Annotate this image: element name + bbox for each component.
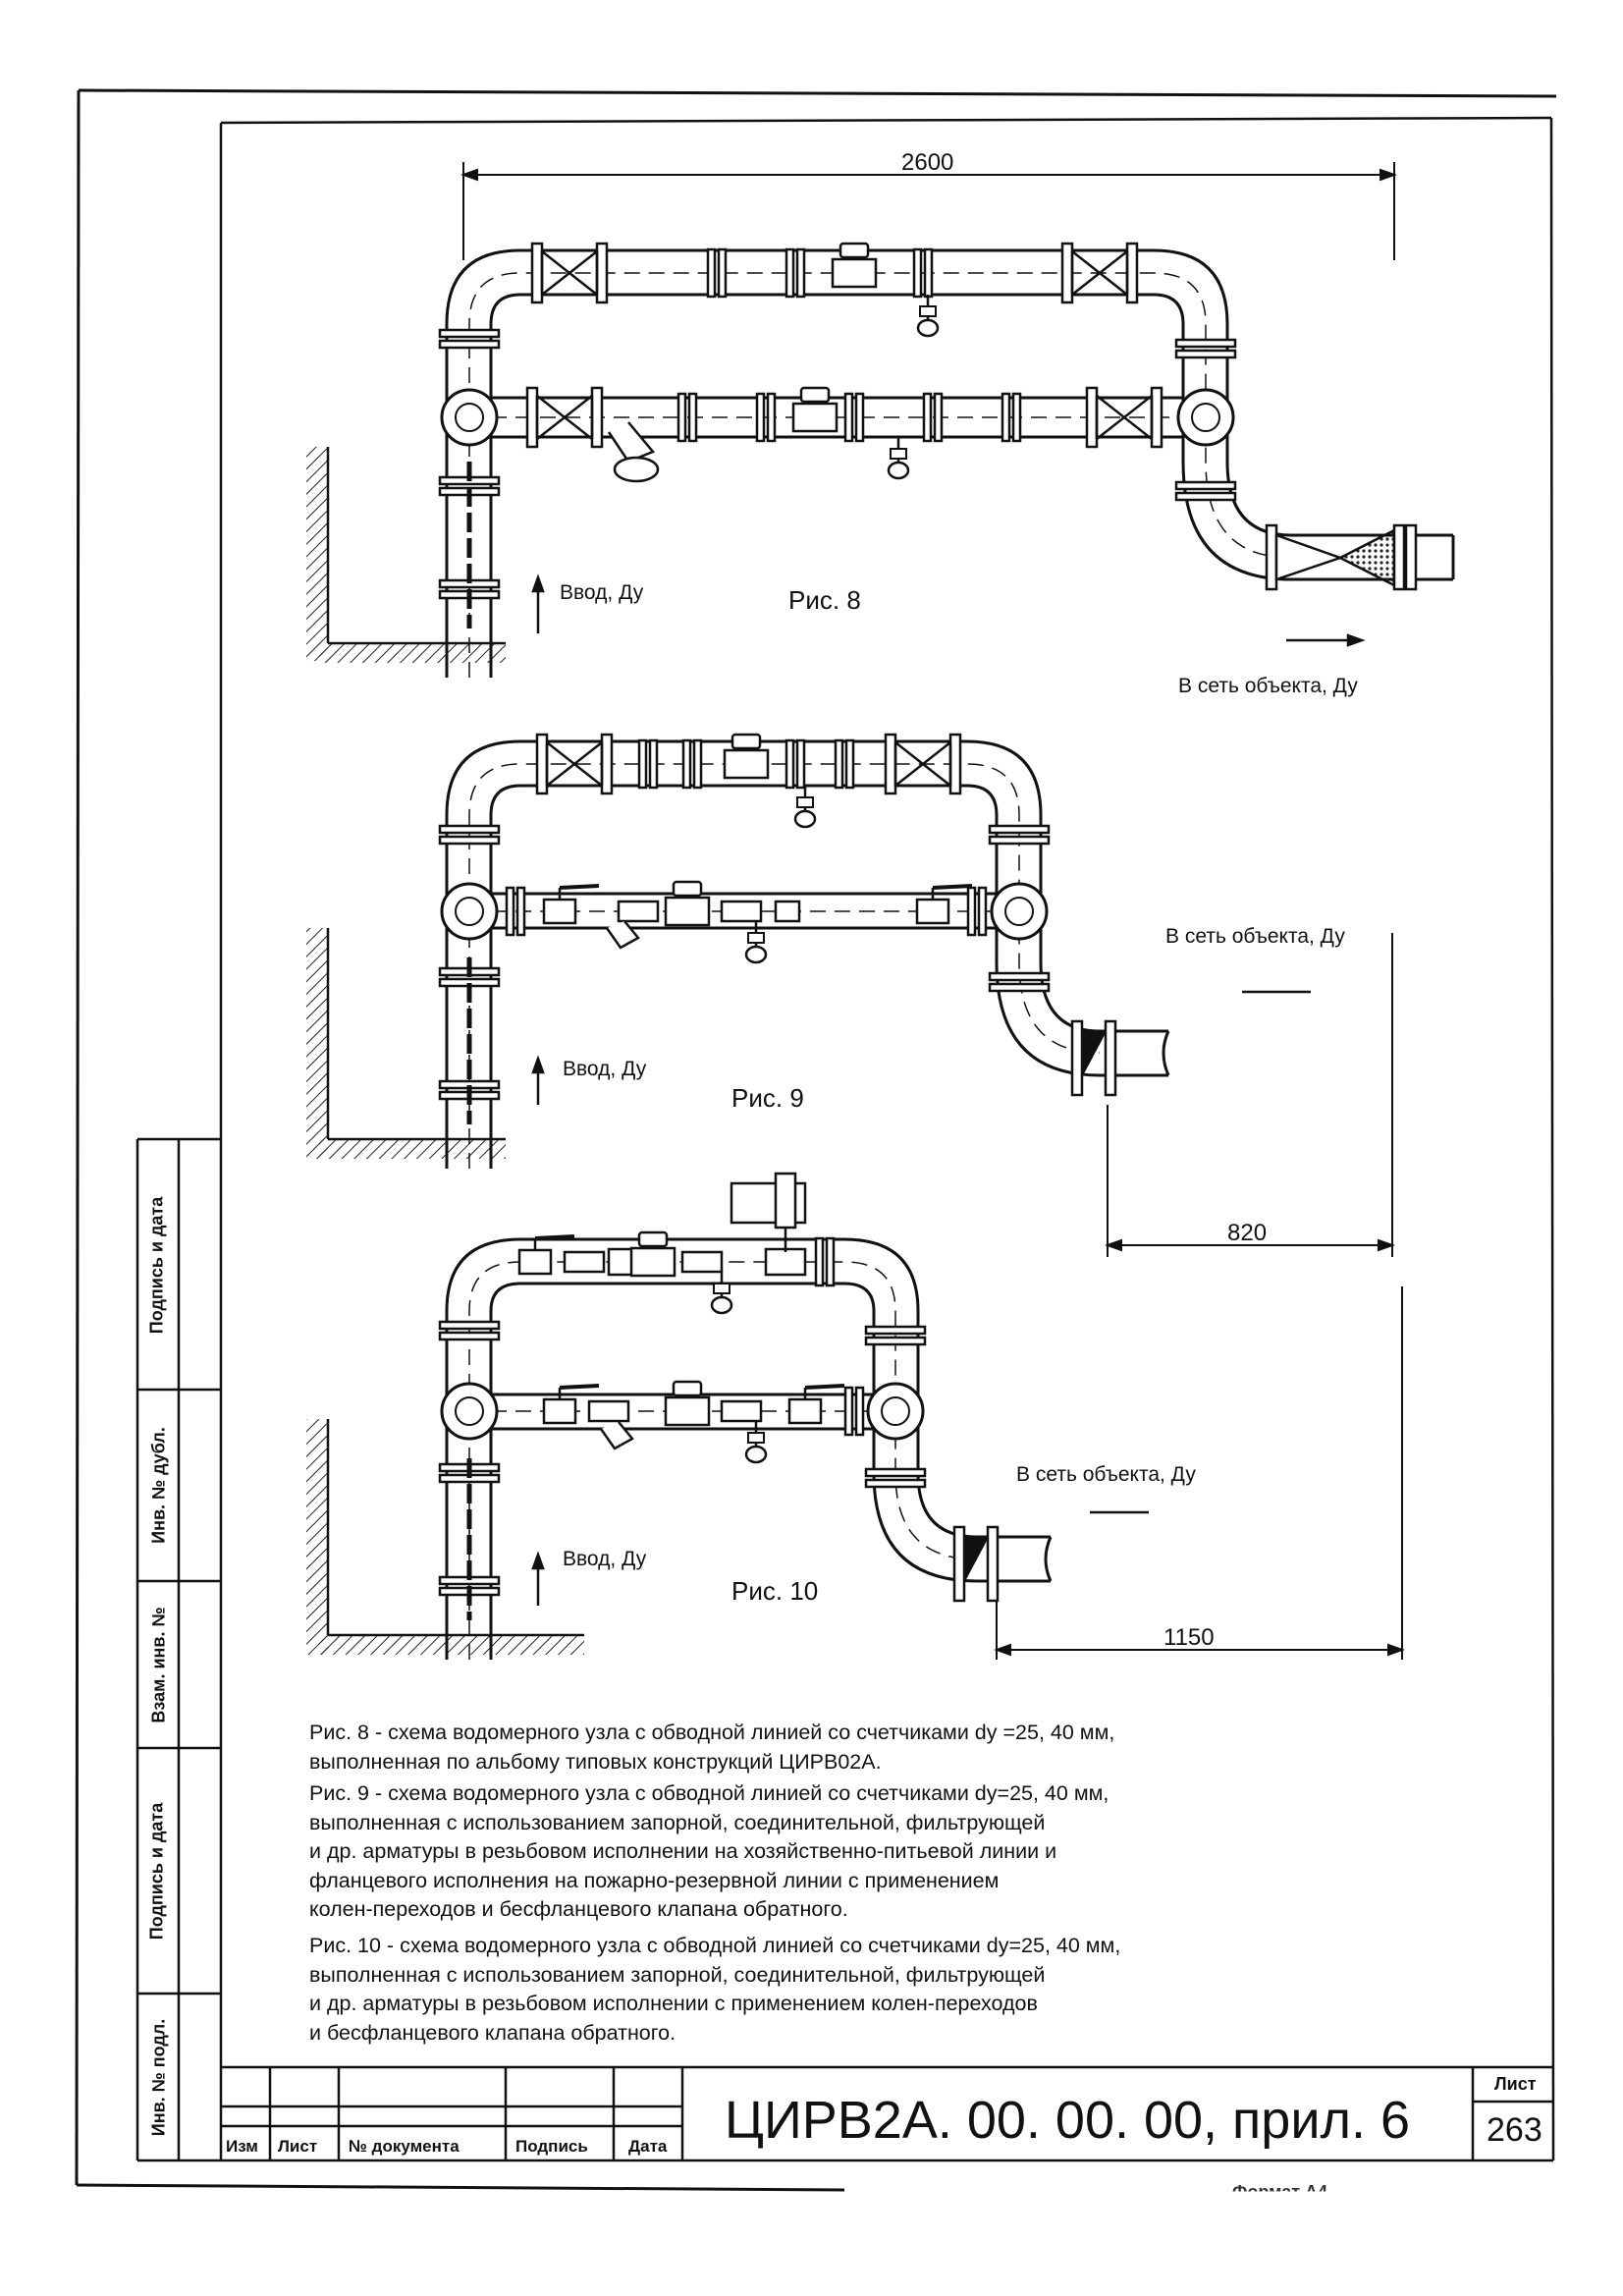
figure-9-title: Рис. 9 xyxy=(731,1083,804,1113)
figure-10-inlet-label: Ввод, Ду xyxy=(563,1548,647,1570)
figure-9-drawing xyxy=(306,733,1395,1257)
title-block-col-document: № документа xyxy=(349,2137,460,2156)
caption-figure-9: Рис. 9 - схема водомерного узла с обводн… xyxy=(309,1781,1109,1921)
figure-10-drawing xyxy=(306,1172,1405,1660)
title-block-col-date: Дата xyxy=(628,2137,668,2156)
document-designation: ЦИРВ2А. 00. 00. 00, прил. 6 xyxy=(725,2091,1411,2150)
caption-figure-10: Рис. 10 - схема водомерного узла с обвод… xyxy=(309,1934,1121,2045)
outlet-strainer-8 xyxy=(1265,523,1453,591)
figure-8-dimension: 2600 xyxy=(901,149,954,176)
title-block-grid xyxy=(221,2065,1553,2160)
sheet-label: Лист xyxy=(1494,2074,1537,2094)
title-block-col-change: Изм xyxy=(226,2137,258,2156)
side-stamp-signature-date-top: Подпись и дата xyxy=(146,1196,167,1335)
check-valve-9 xyxy=(1070,1019,1168,1097)
figure-8-drawing xyxy=(306,162,1455,678)
dimension-line-2600 xyxy=(460,162,1397,260)
motorized-actuator-10 xyxy=(730,1172,807,1252)
figure-8-outlet-label: В сеть объекта, Ду xyxy=(1178,675,1358,697)
ground-hatch-9 xyxy=(306,928,506,1159)
side-stamp-duplicate-inv: Инв. № дубл. xyxy=(148,1427,169,1544)
figure-8-title: Рис. 8 xyxy=(788,585,861,615)
figure-9-outlet-label: В сеть объекта, Ду xyxy=(1165,925,1345,948)
figure-9-inlet-label: Ввод, Ду xyxy=(563,1058,647,1080)
dimension-line-1150 xyxy=(994,1286,1405,1660)
figure-10-title: Рис. 10 xyxy=(731,1576,819,1606)
dimension-line-820 xyxy=(1105,933,1395,1257)
side-stamp-replacement-inv: Взам. инв. № xyxy=(148,1607,169,1723)
side-stamp-original-inv: Инв. № подл. xyxy=(148,2018,169,2137)
ground-hatch-8 xyxy=(306,447,506,663)
sheet-frame xyxy=(75,88,1557,2192)
check-valve-10 xyxy=(952,1525,1051,1603)
sheet-number: 263 xyxy=(1487,2111,1542,2149)
figure-9-dimension: 820 xyxy=(1227,1220,1268,1246)
side-stamp-grid xyxy=(135,1137,221,2162)
caption-figure-8: Рис. 8 - схема водомерного узла с обводн… xyxy=(309,1721,1115,1774)
pipework-8 xyxy=(445,248,1455,678)
figure-10-dimension: 1150 xyxy=(1163,1624,1215,1651)
figure-10-outlet-label: В сеть объекта, Ду xyxy=(1016,1463,1196,1486)
paper-format: Формат А4 xyxy=(1232,2182,1328,2202)
title-block-col-signature: Подпись xyxy=(515,2137,588,2156)
ground-hatch-10 xyxy=(306,1419,584,1655)
title-block-col-sheet: Лист xyxy=(278,2137,318,2156)
figure-8-inlet-label: Ввод, Ду xyxy=(560,581,644,604)
side-stamp-signature-date-bottom: Подпись и дата xyxy=(146,1802,167,1941)
